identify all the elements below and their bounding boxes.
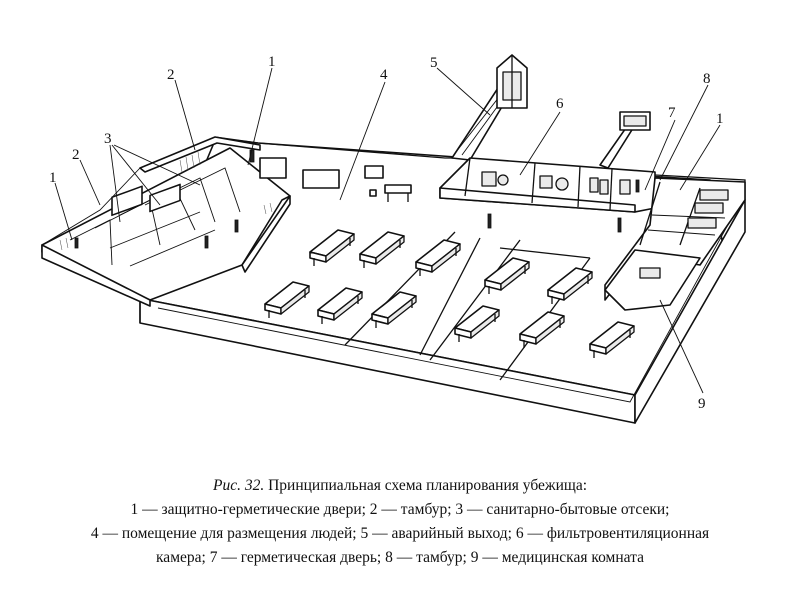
callout-2-left: 2 [72, 147, 80, 163]
figure-number: Рис. 32. [212, 477, 265, 494]
caption-legend-line-1: 1 — защитно-герметические двери; 2 — там… [130, 501, 670, 518]
table-and-chairs [259, 157, 412, 202]
filter-ventilation-block [439, 111, 656, 213]
callout-labels: 1 2 2 3 1 4 5 6 7 8 1 9 [49, 54, 724, 412]
left-wing [41, 136, 291, 307]
leader-lines [54, 67, 721, 394]
emergency-exit [451, 54, 528, 161]
bunks [264, 229, 635, 358]
caption-legend-line-3: камера; 7 — герметическая дверь; 8 — там… [156, 549, 644, 566]
callout-8: 8 [703, 71, 711, 87]
callout-4: 4 [380, 67, 388, 83]
callout-1-top: 1 [268, 54, 276, 70]
callout-9: 9 [698, 396, 706, 412]
callout-1-right: 1 [716, 111, 724, 127]
callout-3: 3 [104, 131, 112, 147]
callout-7: 7 [668, 105, 676, 121]
callout-2-top: 2 [167, 67, 175, 83]
shelter-plan-diagram: 1 2 2 3 1 4 5 6 7 8 1 9 [41, 54, 746, 424]
caption-title-line: Рис. 32. Принципиальная схема планирован… [0, 474, 800, 498]
caption-title: Принципиальная схема планирования убежищ… [264, 477, 588, 494]
callout-5: 5 [430, 55, 438, 71]
callout-1-left: 1 [49, 170, 57, 186]
callout-6: 6 [556, 96, 564, 112]
figure-caption: Рис. 32. Принципиальная схема планирован… [0, 474, 800, 570]
caption-legend-line-2: 4 — помещение для размещения людей; 5 — … [90, 525, 710, 542]
right-rooms [487, 177, 746, 311]
